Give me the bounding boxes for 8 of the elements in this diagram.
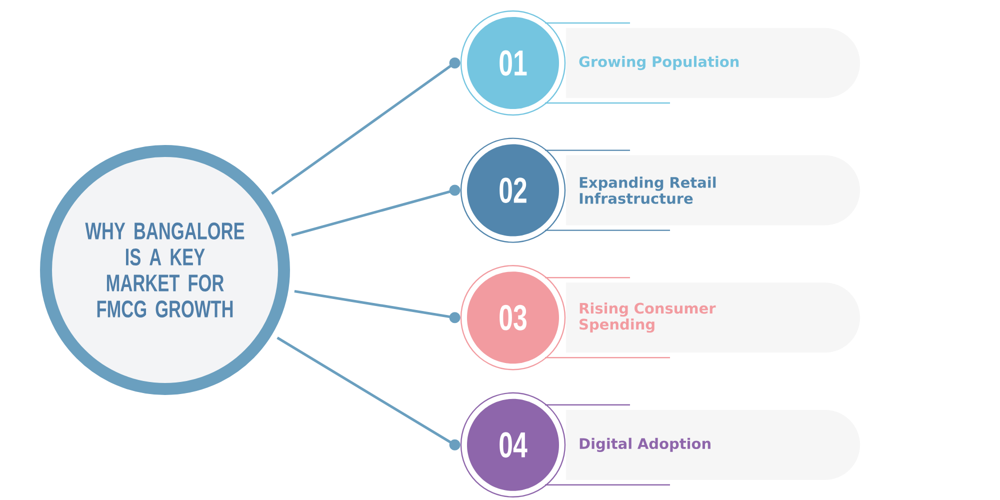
item-pill: Digital Adoption xyxy=(566,410,860,480)
connector-line xyxy=(276,336,460,450)
item-pill: Expanding Retail Infrastructure xyxy=(566,155,860,226)
connector-line xyxy=(271,58,460,195)
item-pill: Growing Population xyxy=(566,28,860,98)
connector-line xyxy=(291,184,460,236)
connector-line xyxy=(294,290,460,324)
item-pill: Rising Consumer Spending xyxy=(566,282,860,353)
